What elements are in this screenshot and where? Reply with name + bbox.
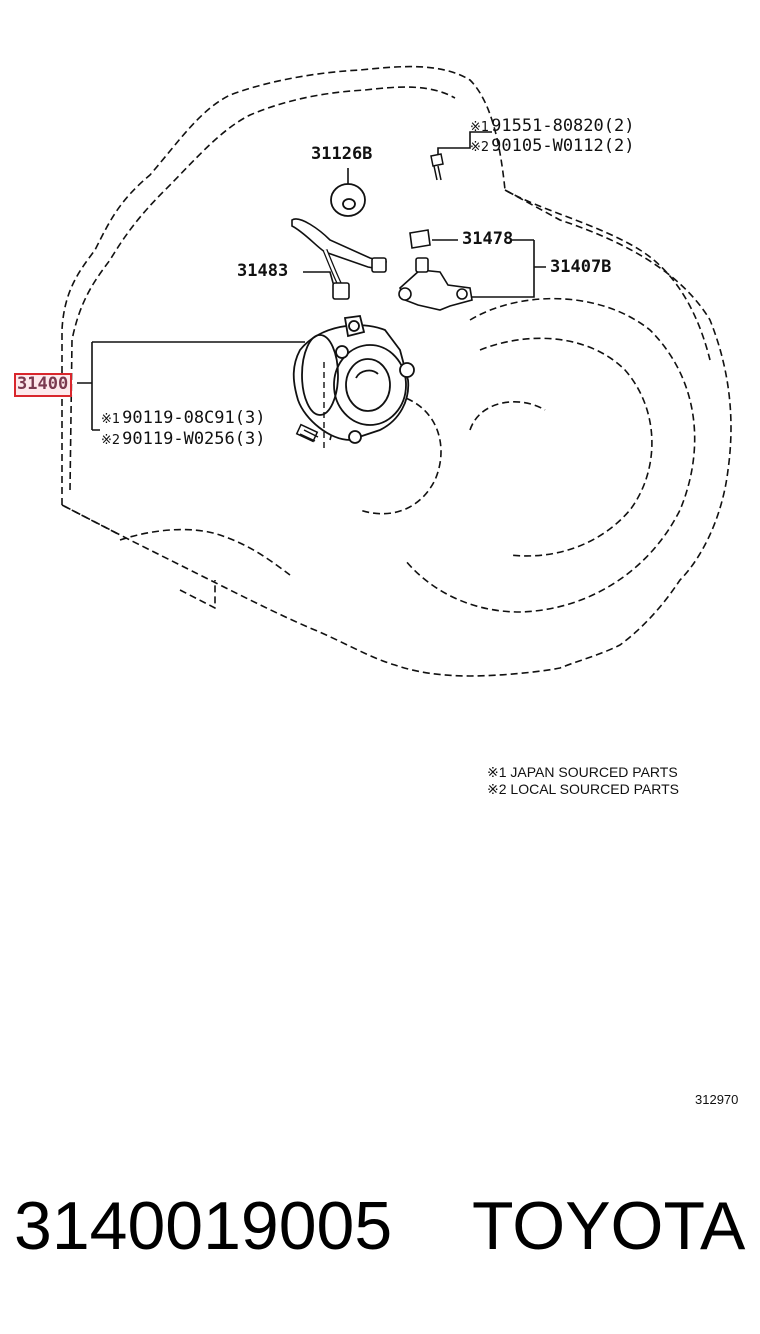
bracket-31407b xyxy=(470,240,546,298)
part-label-31407b[interactable]: 31407B xyxy=(550,257,612,277)
footer-brand: TOYOTA xyxy=(472,1188,746,1264)
bolt-number: 90119-08C91(3) xyxy=(122,408,266,428)
local-mark: ※2 xyxy=(101,433,121,448)
mount-hole-3 xyxy=(335,345,349,359)
release-bearing-inner xyxy=(345,358,391,412)
bolt-shank-1 xyxy=(295,423,319,443)
japan-mark: ※1 xyxy=(470,120,490,135)
figure-number: 312970 xyxy=(695,1092,739,1107)
leader-31483 xyxy=(303,271,336,291)
part-label-31400-selected[interactable]: 31400 xyxy=(14,373,73,397)
slave-cylinder-ring xyxy=(301,334,339,416)
mount-hole-2 xyxy=(348,430,362,444)
housing-outline xyxy=(61,65,732,677)
union-31407b xyxy=(399,269,473,311)
mount-hole-1 xyxy=(399,362,415,378)
note-japan-sourced: ※1 JAPAN SOURCED PARTS xyxy=(487,764,678,780)
lower-rib-2 xyxy=(179,580,216,609)
leader-bolt-top xyxy=(437,131,492,158)
bell-inner-ring xyxy=(404,297,696,613)
bracket-31400 xyxy=(77,341,305,431)
bolt-top xyxy=(430,153,444,167)
housing-inner-outline xyxy=(69,86,456,491)
bell-arc-large xyxy=(504,189,711,361)
cap-31478 xyxy=(409,229,431,249)
part-label-31478[interactable]: 31478 xyxy=(462,229,514,249)
part-label-31126b[interactable]: 31126B xyxy=(311,144,373,164)
bolt-number: 90119-W0256(3) xyxy=(122,429,266,449)
release-bearing-inner-arc xyxy=(355,369,379,379)
footer-part-number: 3140019005 xyxy=(14,1188,393,1264)
part-label-31483[interactable]: 31483 xyxy=(237,261,289,281)
bell-inner-ring-2 xyxy=(479,337,653,557)
note-local-sourced: ※2 LOCAL SOURCED PARTS xyxy=(487,781,679,797)
japan-mark: ※1 xyxy=(101,412,121,427)
cutout-right xyxy=(469,401,546,431)
bolt-number: 91551-80820(2) xyxy=(491,116,635,136)
bolt-number: 90105-W0112(2) xyxy=(491,136,635,156)
lower-left-rib xyxy=(119,528,291,576)
cutout-left xyxy=(329,393,442,515)
flange-left xyxy=(61,504,121,536)
local-mark: ※2 xyxy=(470,140,490,155)
